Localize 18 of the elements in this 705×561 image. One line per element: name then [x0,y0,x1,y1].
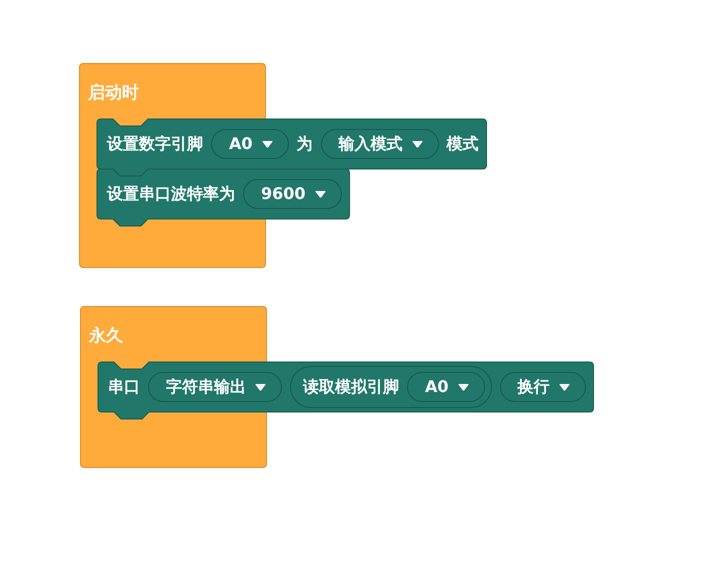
block-label: 设置数字引脚 [107,134,203,154]
dropdown: 9600 [243,179,342,209]
block-title: 永久 [89,325,123,347]
command-block [97,119,487,176]
dropdown: A0 [211,129,289,159]
block-label: 读取模拟引脚 [303,377,399,397]
dropdown: 字符串输出 [148,372,282,402]
command-block [97,169,350,226]
block-label: 模式 [446,134,479,154]
block-label: 串口 [108,377,140,397]
block-title: 启动时 [88,82,139,104]
block-label: 设置串口波特率为 [107,184,235,204]
dropdown: 输入模式 [320,129,439,159]
dropdown: A0 [407,372,485,402]
reporter-block [290,366,492,408]
dropdown: 换行 [500,372,586,402]
block-label: 为 [296,134,313,154]
command-block [98,362,594,419]
